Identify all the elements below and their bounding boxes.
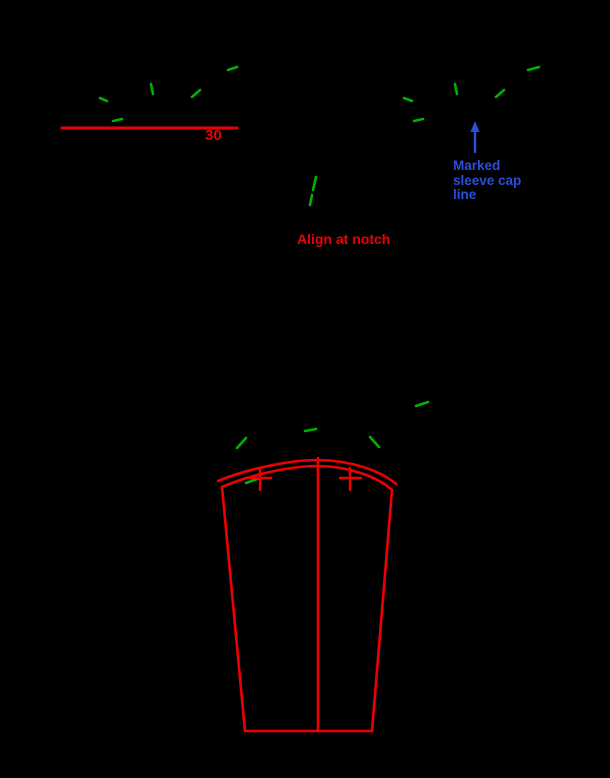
green-arc-fragment	[453, 82, 459, 96]
green-arc-fragment	[98, 96, 109, 103]
green-arc-fragment	[414, 400, 430, 408]
green-top-left-arc-fragments	[98, 65, 239, 123]
green-arc-fragment	[111, 117, 124, 123]
right-side-seam	[370, 488, 394, 733]
green-top-right-arc-fragments	[402, 65, 541, 123]
green-arc-fragment	[526, 65, 541, 72]
green-arc-fragment	[235, 436, 248, 450]
measurement-label: 30	[205, 127, 222, 144]
green-arc-fragment	[311, 175, 318, 192]
green-arc-fragment	[308, 193, 314, 207]
green-arc-fragment	[402, 96, 414, 103]
green-arc-fragment	[190, 88, 202, 99]
left-side-seam	[220, 485, 247, 733]
align-at-notch-label: Align at notch	[297, 231, 391, 247]
green-center-notch-tick	[308, 175, 318, 207]
green-arc-fragment	[368, 435, 381, 449]
green-arc-fragment	[226, 65, 239, 72]
green-arc-fragment	[303, 427, 318, 433]
green-arc-fragment	[149, 82, 155, 96]
green-arc-fragment	[494, 88, 506, 99]
marked-sleeve-cap-line-label: Marked sleeve cap line	[453, 158, 522, 203]
sleeve-pattern-outline	[216, 458, 398, 733]
notch-marks	[248, 456, 363, 492]
green-lower-arc-fragments	[235, 400, 430, 450]
green-arc-fragment	[412, 117, 425, 123]
marked-line-arrow-icon	[470, 121, 480, 154]
